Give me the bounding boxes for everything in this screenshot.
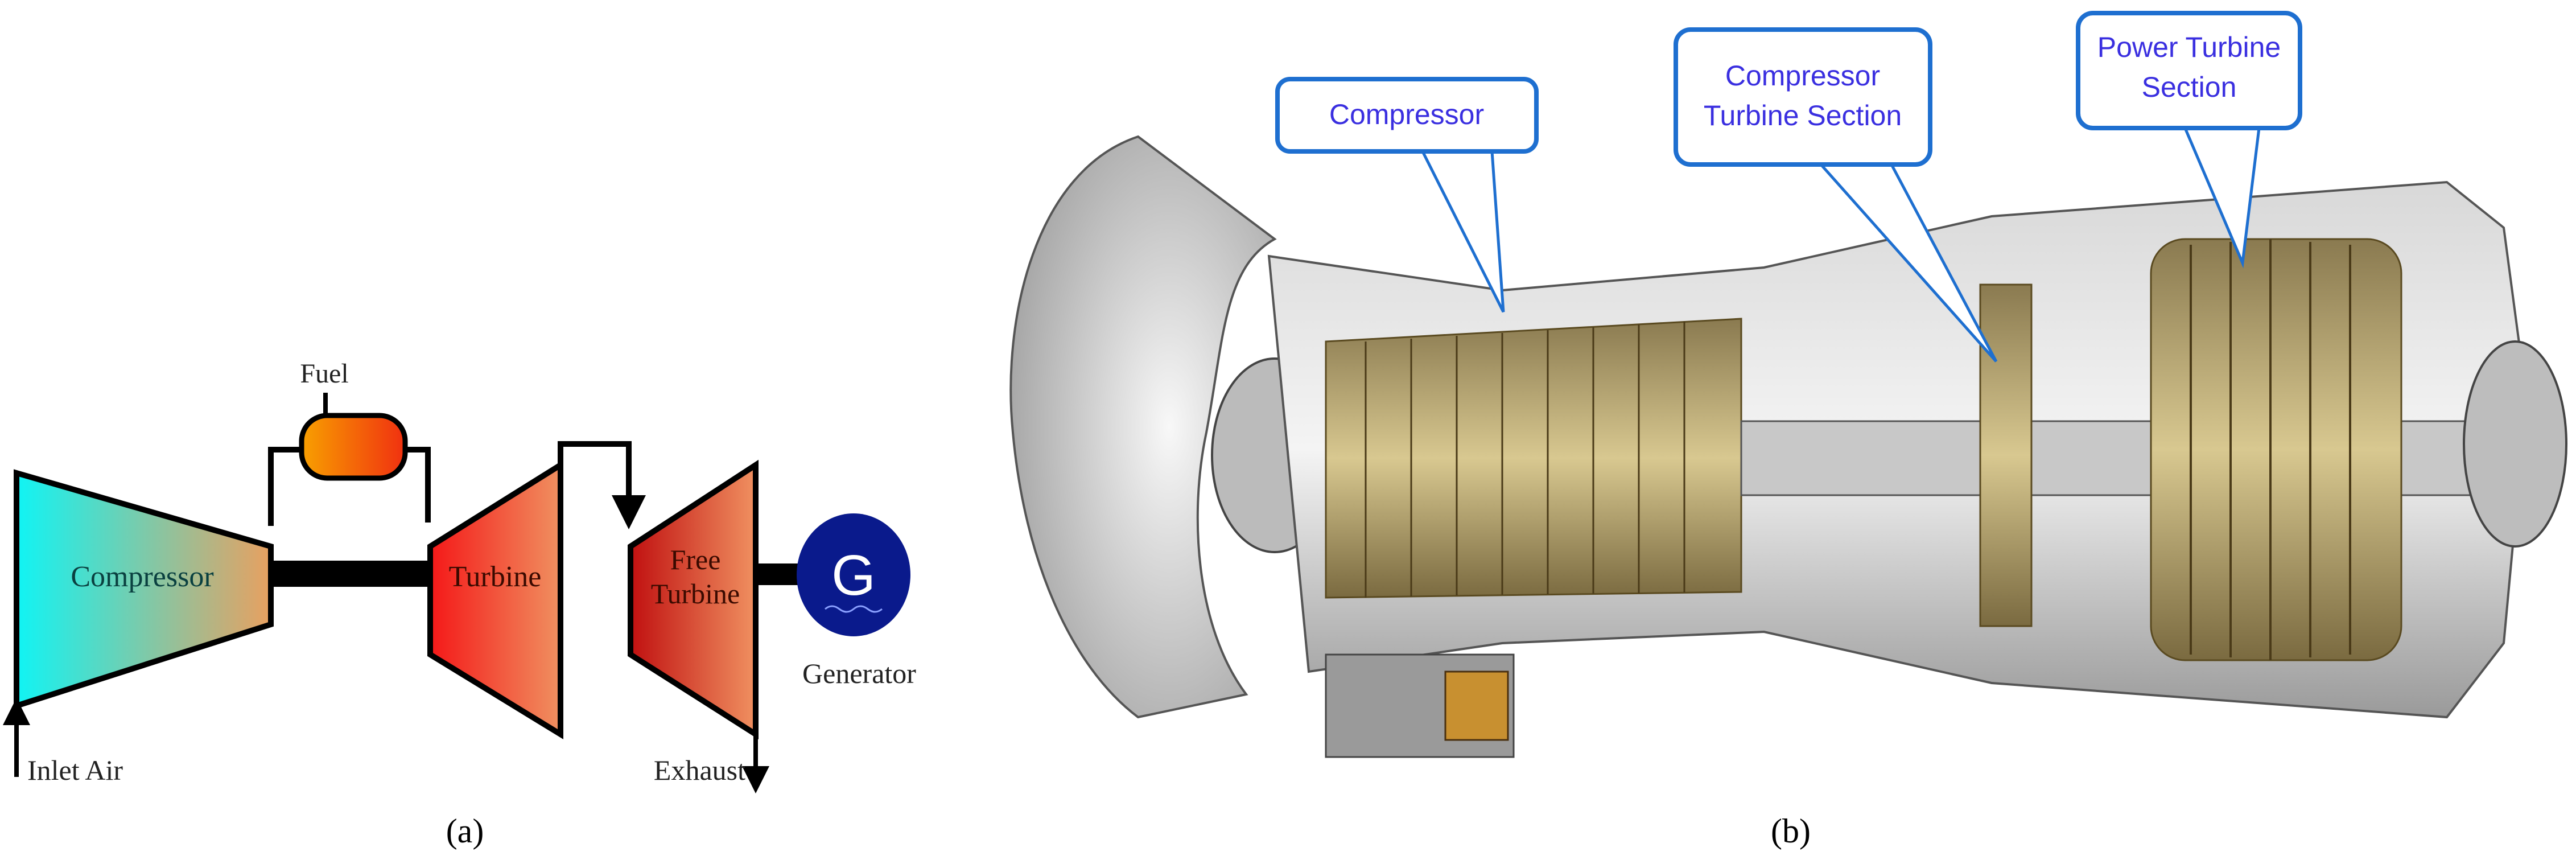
compressor-label: Compressor [71,561,213,593]
compressor-turbine-blades [1979,283,2033,627]
callout-compressor-turbine-section: Compressor Turbine Section [1674,27,1932,167]
free-turbine-label-line1: Free [670,544,721,575]
exhaust-end [2463,340,2567,548]
turbine-label: Turbine [449,561,542,593]
compressor-shape [14,469,274,710]
fuel-system-component [1444,670,1509,741]
turbine-to-free-turbine-pipe [558,441,646,529]
generator-shaft [756,563,798,585]
generator-wave-icon [825,605,883,613]
turbine-shape [427,459,563,739]
compressor-blade-rows [1365,322,1685,598]
combustor-to-turbine-pipe [405,447,431,523]
main-shaft [271,561,430,587]
caption-b: (b) [1771,812,1811,850]
engine-inlet-bellmouth [1009,135,1277,719]
power-turbine-blades [2150,238,2402,661]
generator-label: Generator [802,657,916,689]
callout-compressor-text: Compressor [1329,98,1484,130]
callout-compressor-turbine-line1: Compressor [1725,60,1880,92]
free-turbine-label-line2: Turbine [651,578,740,610]
inlet-air-label: Inlet Air [27,754,123,786]
compressor-blades [1325,318,1742,599]
power-turbine-blade-rows [2190,239,2351,660]
callout-power-turbine-line1: Power Turbine [2097,31,2281,63]
compressor-to-combustor-pipe [268,447,302,526]
fuel-label: Fuel [300,359,348,389]
callout-power-turbine-line2: Section [2142,71,2237,103]
panel-a-schematic: Compressor Fuel Turbine Free Turbine G G… [3,359,916,850]
combustor-shape [299,413,408,481]
generator-icon [797,513,910,636]
exhaust-label: Exhaust [654,754,745,786]
callout-compressor: Compressor [1275,77,1539,154]
callout-compressor-turbine-line2: Turbine Section [1704,100,1902,131]
caption-a: (a) [446,812,484,850]
callout-power-turbine-section: Power Turbine Section [2076,11,2302,130]
generator-symbol: G [831,544,876,607]
panel-b-engine-cutaway: Compressor Compressor Turbine Section Po… [1009,11,2567,850]
